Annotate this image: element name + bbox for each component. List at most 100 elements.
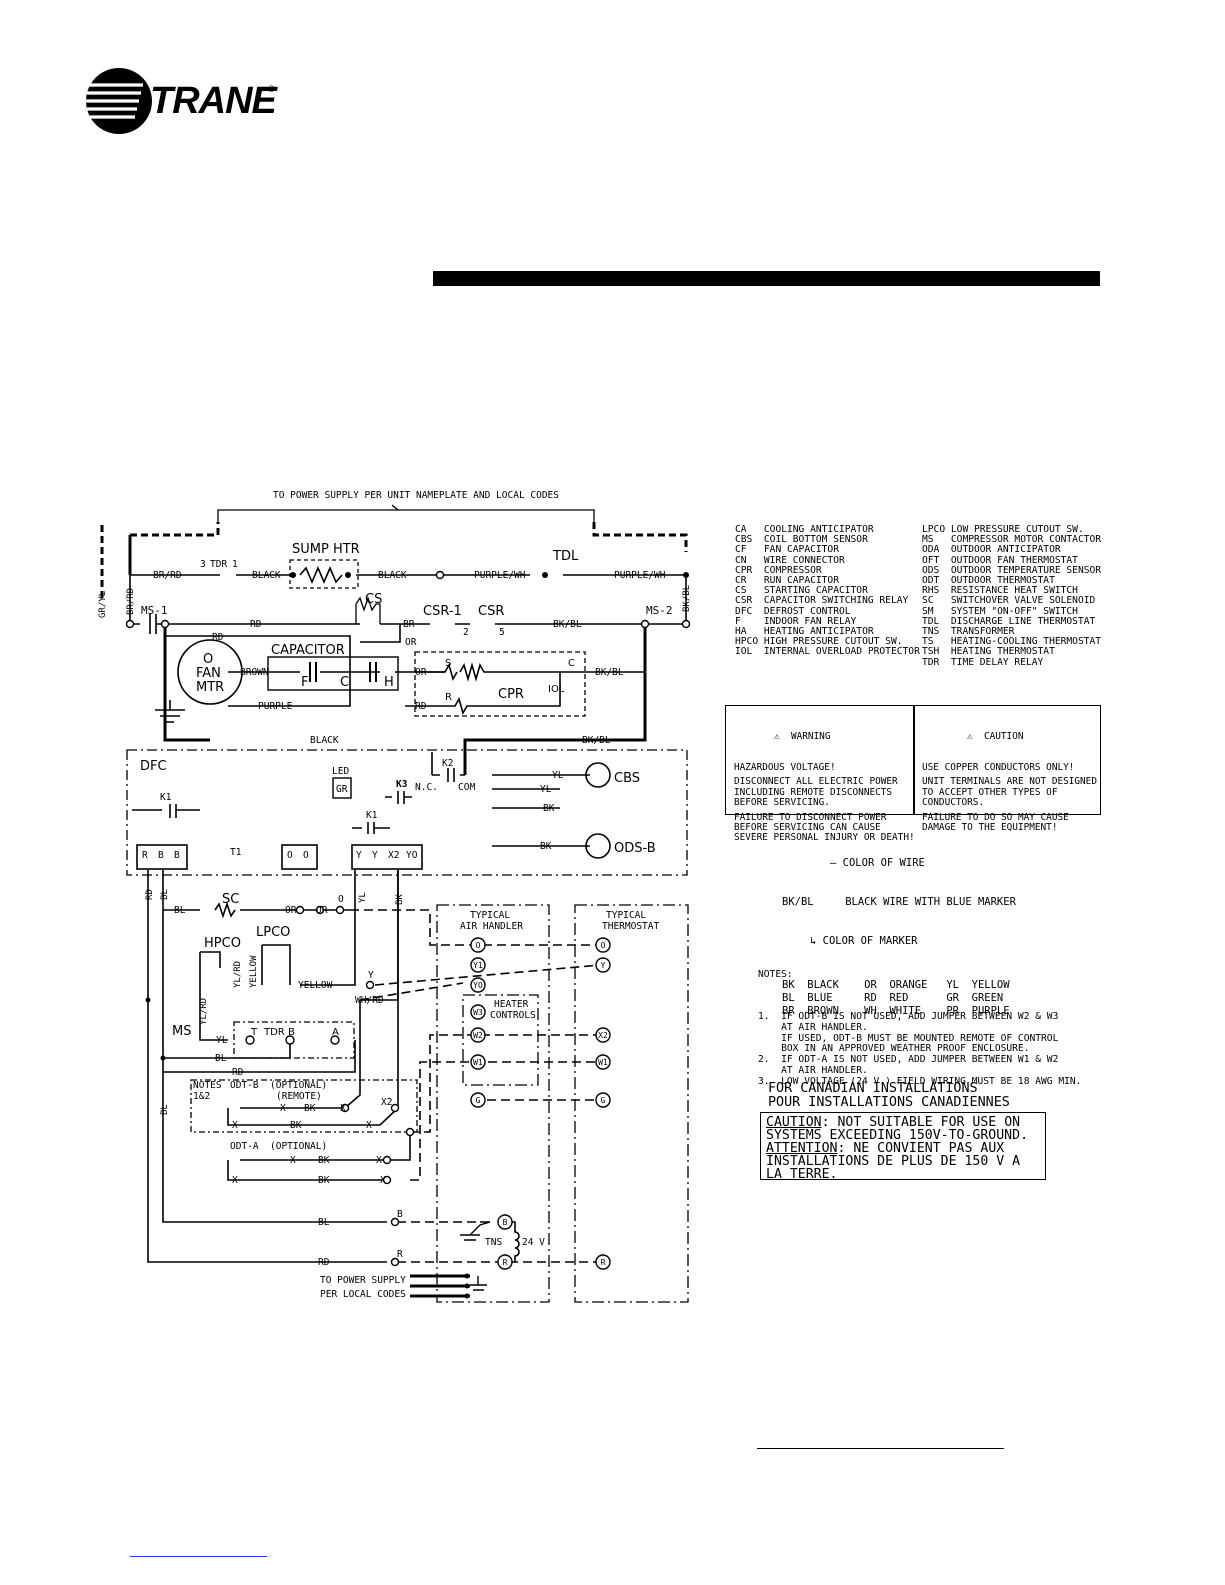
caution-line: TO ACCEPT OTHER TYPES OF xyxy=(922,787,1058,798)
cap-h: H xyxy=(384,675,394,690)
wire-rd-4: RD xyxy=(232,1067,244,1078)
legend-row: IOL INTERNAL OVERLOAD PROTECTOR xyxy=(735,647,920,657)
air-handler-label: AIR HANDLER xyxy=(460,921,523,932)
wire-bk-3: BK xyxy=(304,1103,316,1114)
wire-purple-wh-2: PURPLE/WH xyxy=(614,570,666,581)
wire-rd-2: RD xyxy=(212,632,224,643)
legend-abbr: TNS xyxy=(922,626,951,638)
wire-bk-4: BK xyxy=(290,1120,302,1131)
legend-meaning: HIGH PRESSURE CUTOUT SW. xyxy=(763,636,903,648)
wire-x-3: X xyxy=(232,1120,238,1131)
terminal-1: 1 xyxy=(232,559,238,570)
ah-term-w2: W2 xyxy=(473,1031,483,1040)
heater-controls-1: HEATER xyxy=(494,999,529,1010)
color-code-row: BL BLUE RD RED GR GREEN xyxy=(782,992,1004,1004)
legend-row: TS HEATING-COOLING THERMOSTAT xyxy=(922,637,1101,647)
legend-row: CN WIRE CONNECTOR xyxy=(735,554,920,566)
ah-term-b: B xyxy=(503,1218,508,1227)
dfc-term-y1: Y xyxy=(356,850,362,861)
wire-black-2: BLACK xyxy=(378,570,407,581)
cpr-c: C xyxy=(568,658,575,669)
legend-meaning: FAN CAPACITOR xyxy=(763,544,839,556)
legend-abbr: CBS xyxy=(735,534,764,546)
cpr-label: CPR xyxy=(498,687,524,702)
footer-link-rule xyxy=(130,1556,267,1557)
ah-term-yo: YO xyxy=(473,981,483,990)
legend-row: OFT OUTDOOR FAN THERMOSTAT xyxy=(922,554,1101,566)
legend-abbr: CPR xyxy=(735,564,764,576)
legend-abbr: TDL xyxy=(922,615,951,627)
warning-panel: ⚠ WARNING HAZARDOUS VOLTAGE! DISCONNECT … xyxy=(734,711,915,865)
wire-yl-2: YL xyxy=(540,784,552,795)
wire-x-1: X xyxy=(280,1103,286,1114)
legend-abbr: TSH xyxy=(922,646,951,658)
trane-logo-icon xyxy=(86,68,152,134)
legend-meaning: COOLING ANTICIPATOR xyxy=(763,524,874,535)
ah-term-o: O xyxy=(476,941,481,950)
canada-heading-fr: POUR INSTALLATIONS CANADIENNES xyxy=(768,1094,1010,1110)
caution-icon: ⚠ xyxy=(967,730,973,742)
note-line: IF USED, ODT-B MUST BE MOUNTED REMOTE OF… xyxy=(758,1033,1059,1044)
legend-meaning: OUTDOOR ANTICIPATOR xyxy=(950,544,1061,556)
wire-or-3: OR xyxy=(285,905,297,916)
wire-rd-5: RD xyxy=(318,1257,330,1268)
dfc-term-o1: O xyxy=(287,850,293,861)
wire-bk-vertical: BK xyxy=(395,894,405,905)
legend-abbr: HPCO xyxy=(735,636,764,648)
warning-line: FAILURE TO DISCONNECT POWER xyxy=(734,812,887,823)
odt-b-label: ODT-B xyxy=(230,1080,259,1091)
legend-meaning: INDOOR FAN RELAY xyxy=(763,615,857,627)
canada-caution-label: CAUTION xyxy=(766,1115,822,1130)
legend-abbr: F xyxy=(735,615,764,627)
wire-bk-bl-vertical: BK/BL xyxy=(682,585,692,612)
color-example-desc: BLACK WIRE WITH BLUE MARKER xyxy=(845,896,1016,908)
legend-abbr: CN xyxy=(735,554,764,566)
hpco-label: HPCO xyxy=(204,936,241,951)
notes-list: 1. IF ODT-B IS NOT USED, ADD JUMPER BETW… xyxy=(758,1012,1081,1088)
sc-label: SC xyxy=(222,892,239,907)
csr1-label: CSR-1 xyxy=(423,604,462,619)
legend-meaning: COMPRESSOR xyxy=(763,564,822,576)
wire-bl-2: BL xyxy=(215,1053,227,1064)
terminal-3: 3 xyxy=(200,559,206,570)
cpr-s: S xyxy=(445,658,451,669)
legend-row: SM SYSTEM "ON-OFF" SWITCH xyxy=(922,606,1101,617)
legend-meaning: OUTDOOR FAN THERMOSTAT xyxy=(950,554,1078,566)
legend-abbr: DFC xyxy=(735,605,764,617)
dfc-term-b2: B xyxy=(174,850,180,861)
fan-fan: FAN xyxy=(196,666,221,681)
odt-a-label: ODT-A xyxy=(230,1141,259,1152)
caution-title: CAUTION xyxy=(983,730,1024,742)
ts-term-x2: X2 xyxy=(598,1031,608,1040)
dfc-term-r: R xyxy=(142,850,148,861)
ts-term-g: G xyxy=(601,1096,606,1105)
warning-text: HAZARDOUS VOLTAGE! DISCONNECT ALL ELECTR… xyxy=(734,763,915,844)
color-example: BK/BL xyxy=(782,896,814,908)
legend-abbr: TDR xyxy=(922,656,951,668)
brand-name: TRANE xyxy=(150,80,277,122)
nc-label: N.C. xyxy=(415,782,438,793)
power-supply-top-label: TO POWER SUPPLY PER UNIT NAMEPLATE AND L… xyxy=(273,490,559,501)
ah-term-g: G xyxy=(476,1096,481,1105)
ods-b-label: ODS-B xyxy=(614,841,656,856)
canada-heading-en: FOR CANADIAN INSTALLATIONS xyxy=(768,1081,978,1096)
legend-abbr: CA xyxy=(735,524,764,535)
wire-bl-3: BL xyxy=(318,1217,330,1228)
ah-term-w1: W1 xyxy=(473,1058,483,1067)
legend-meaning: SWITCHOVER VALVE SOLENOID xyxy=(950,595,1096,607)
power-supply-bottom-1: TO POWER SUPPLY xyxy=(320,1275,406,1286)
canada-attention-label: ATTENTION xyxy=(766,1141,838,1156)
warning-line: BEFORE SERVICING. xyxy=(734,798,830,809)
canada-caution-box: CAUTION: NOT SUITABLE FOR USE ON SYSTEMS… xyxy=(760,1112,1046,1181)
fan-mtr: MTR xyxy=(196,680,224,695)
warning-line: SEVERE PERSONAL INJURY OR DEATH! xyxy=(734,833,915,844)
legend-row: CSR CAPACITOR SWITCHING RELAY xyxy=(735,596,920,606)
ts-term-y: Y xyxy=(601,961,606,970)
legend-abbr: CS xyxy=(735,585,764,597)
ah-term-r: R xyxy=(503,1258,508,1267)
wire-o: O xyxy=(338,894,344,905)
wire-purple: PURPLE xyxy=(258,701,293,712)
